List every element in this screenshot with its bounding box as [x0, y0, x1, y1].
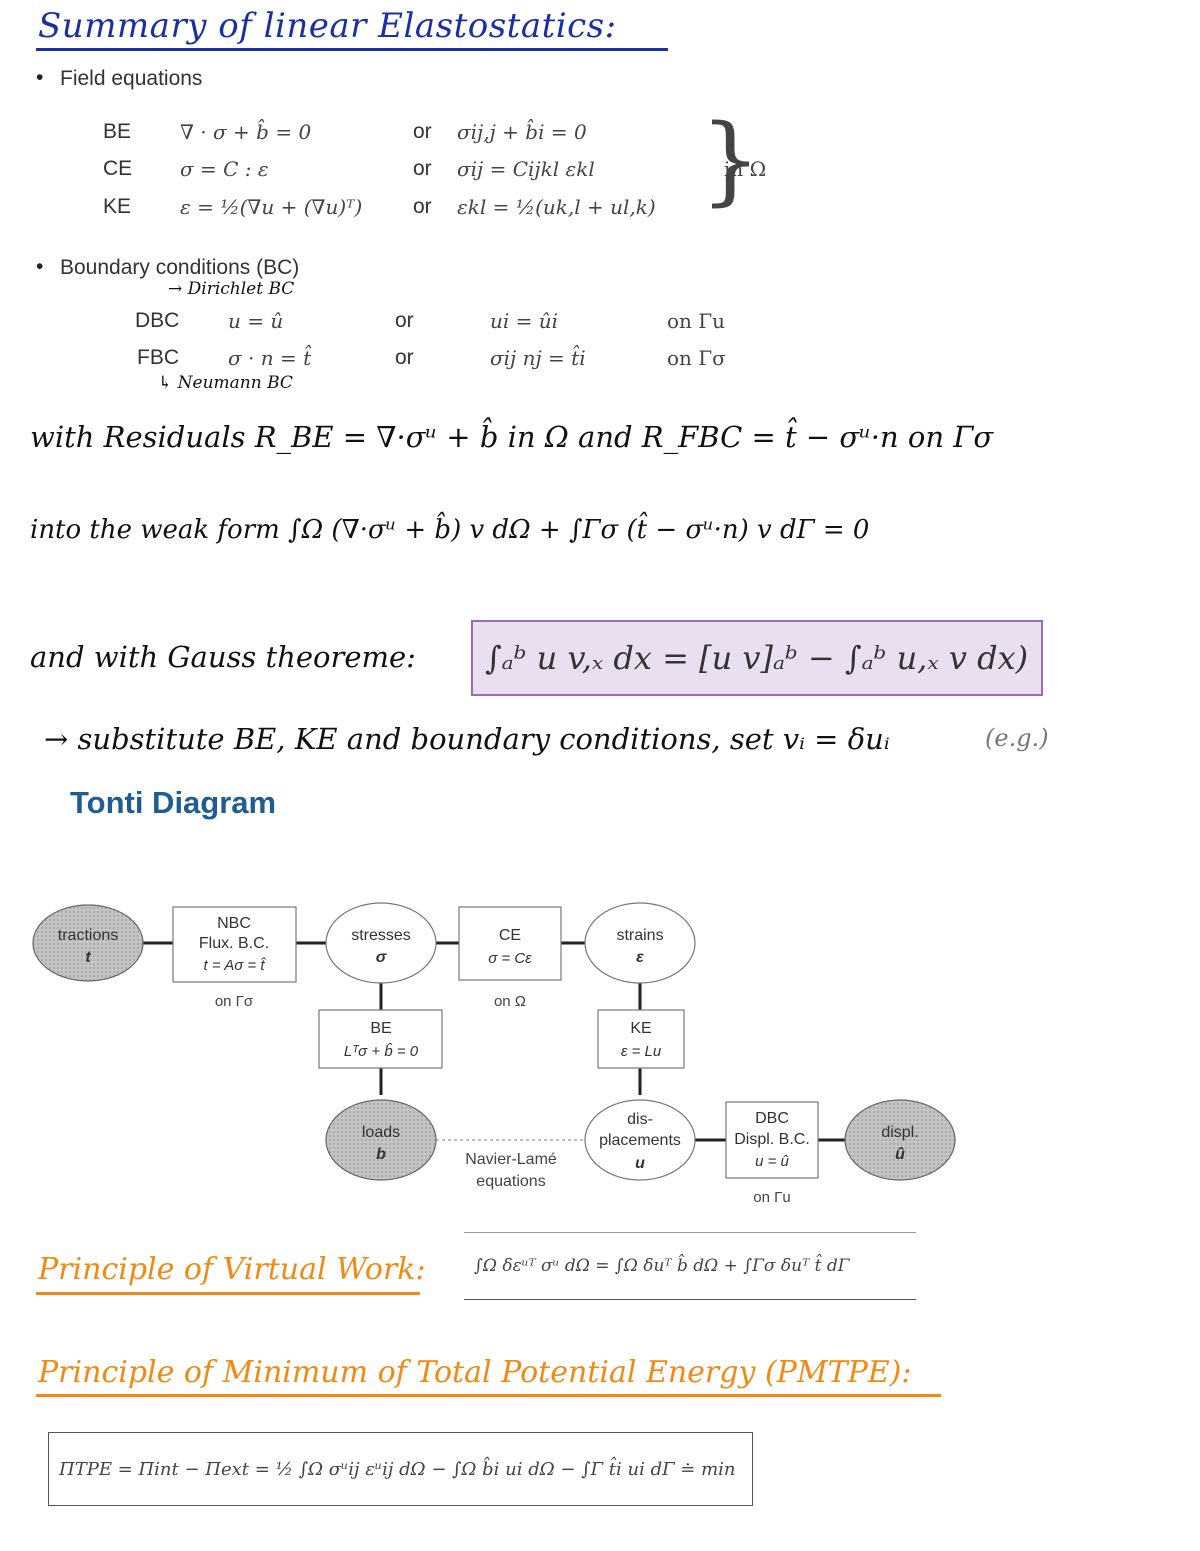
pmtpe-underline: [36, 1394, 941, 1397]
stresses-node: [325, 902, 437, 984]
dbc-under: on Γu: [753, 1189, 790, 1206]
ke-box-l2: ε = Lu: [621, 1043, 662, 1060]
navier-label-1: Navier-Lamé: [465, 1151, 557, 1168]
tonti-title: Tonti Diagram: [70, 785, 277, 820]
strains-label: strains: [616, 927, 663, 944]
displacements-node: [584, 1099, 696, 1181]
ce-under: on Ω: [494, 993, 526, 1010]
ce-index: σij = Cijkl εkl: [457, 157, 595, 181]
nbc-box: [172, 906, 297, 983]
be-index: σij,j + b̂i = 0: [457, 120, 587, 144]
ke-label: KE: [103, 195, 132, 218]
displ-node: [844, 1099, 956, 1181]
pvw-underline: [36, 1292, 420, 1295]
ce-l2: σ = Cε: [488, 950, 532, 967]
loads-sym: b: [376, 1146, 386, 1163]
ke-box: [597, 1009, 685, 1069]
ke-or: or: [413, 195, 432, 218]
bullet-icon: •: [36, 255, 44, 278]
strains-sym: ε: [636, 949, 644, 966]
displ-label: displ.: [881, 1124, 918, 1141]
fbc-or: or: [395, 346, 414, 369]
gauss-intro: and with Gauss theoreme:: [30, 640, 416, 674]
ke-vector: ε = ½(∇u + (∇u)ᵀ): [180, 195, 363, 219]
be-box-l2: Lᵀσ + b̂ = 0: [344, 1043, 419, 1060]
pvw-heading: Principle of Virtual Work:: [38, 1252, 426, 1287]
nbc-l3: t = Aσ = t̂: [203, 957, 266, 974]
domain-label: in Ω: [724, 157, 767, 181]
nbc-l2: Flux. B.C.: [199, 935, 269, 952]
dbc-box-l1: DBC: [755, 1110, 789, 1127]
displacements-label-1: dis-: [627, 1111, 653, 1128]
dbc-box-l2: Displ. B.C.: [734, 1131, 810, 1148]
tonti-connectors: [143, 941, 846, 1142]
substitute-note: → substitute BE, KE and boundary conditi…: [44, 722, 890, 756]
page-title: Summary of linear Elastostatics:: [38, 6, 617, 46]
tractions-node: [32, 904, 144, 982]
displacements-label-2: placements: [599, 1132, 681, 1149]
pmtpe-formula: ΠTPE = Πint − Πext = ½ ∫Ω σᵘij εᵘij dΩ −…: [59, 1458, 736, 1480]
neumann-note: ↳ Neumann BC: [158, 373, 293, 393]
right-brace: }: [700, 104, 762, 216]
nbc-under: on Γσ: [215, 993, 254, 1010]
fbc-where: on Γσ: [667, 346, 726, 370]
tractions-sym: t: [85, 949, 91, 966]
be-vector: ∇ · σ + b̂ = 0: [180, 120, 312, 144]
pvw-formula: ∫Ω δεᵘᵀ σᵘ dΩ = ∫Ω δuᵀ b̂ dΩ + ∫Γσ δuᵀ t…: [474, 1256, 850, 1276]
tractions-label: tractions: [58, 927, 118, 944]
substitute-eg: (e.g.): [985, 724, 1049, 752]
tonti-diagram: tractions t NBC Flux. B.C. t = Aσ = t̂ o…: [32, 902, 956, 1206]
ce-l1: CE: [499, 927, 521, 944]
field-equations-heading: Field equations: [60, 67, 203, 90]
be-label: BE: [103, 120, 132, 143]
ke-box-l1: KE: [630, 1020, 651, 1037]
nbc-l1: NBC: [217, 915, 251, 932]
ce-label: CE: [103, 157, 133, 180]
stresses-sym: σ: [376, 949, 388, 966]
ce-box: [458, 906, 562, 981]
dbc-box: [725, 1101, 819, 1179]
dbc-where: on Γu: [667, 309, 726, 333]
fbc-index: σij nj = t̂i: [490, 346, 586, 370]
gauss-formula-box: ∫ₐᵇ u v,ₓ dx = [u v]ₐᵇ − ∫ₐᵇ u,ₓ v dx): [471, 620, 1043, 696]
bc-heading: Boundary conditions (BC): [60, 256, 300, 279]
dbc-vector: u = û: [228, 309, 284, 333]
be-or: or: [413, 120, 432, 143]
bullet-icon: •: [36, 66, 44, 89]
pvw-formula-box: ∫Ω δεᵘᵀ σᵘ dΩ = ∫Ω δuᵀ b̂ dΩ + ∫Γσ δuᵀ t…: [464, 1232, 916, 1300]
fbc-label: FBC: [137, 346, 179, 369]
gauss-formula: ∫ₐᵇ u v,ₓ dx = [u v]ₐᵇ − ∫ₐᵇ u,ₓ v dx): [485, 639, 1029, 677]
pmtpe-formula-box: ΠTPE = Πint − Πext = ½ ∫Ω σᵘij εᵘij dΩ −…: [48, 1432, 753, 1506]
fbc-vector: σ · n = t̂: [228, 346, 312, 370]
dbc-box-l3: u = û: [755, 1153, 789, 1170]
loads-label: loads: [362, 1124, 400, 1141]
be-box-l1: BE: [370, 1020, 391, 1037]
dbc-index: ui = ûi: [490, 309, 559, 333]
displ-sym: û: [895, 1146, 905, 1163]
loads-node: [325, 1099, 437, 1181]
ke-index: εkl = ½(uk,l + ul,k): [457, 195, 656, 219]
navier-label-2: equations: [476, 1173, 545, 1190]
ce-or: or: [413, 157, 432, 180]
dirichlet-note: → Dirichlet BC: [168, 279, 295, 299]
weak-form-note: into the weak form ∫Ω (∇·σᵘ + b̂) v dΩ +…: [30, 515, 870, 545]
dbc-label: DBC: [135, 309, 180, 332]
be-box: [318, 1009, 443, 1069]
ce-vector: σ = C : ε: [180, 157, 269, 181]
residuals-note: with Residuals R_BE = ∇·σᵘ + b̂ in Ω and…: [30, 420, 994, 454]
pmtpe-heading: Principle of Minimum of Total Potential …: [38, 1355, 912, 1390]
displacements-sym: u: [635, 1155, 645, 1172]
dbc-or: or: [395, 309, 414, 332]
title-underline: [36, 48, 668, 51]
stresses-label: stresses: [351, 927, 411, 944]
strains-node: [584, 902, 696, 984]
